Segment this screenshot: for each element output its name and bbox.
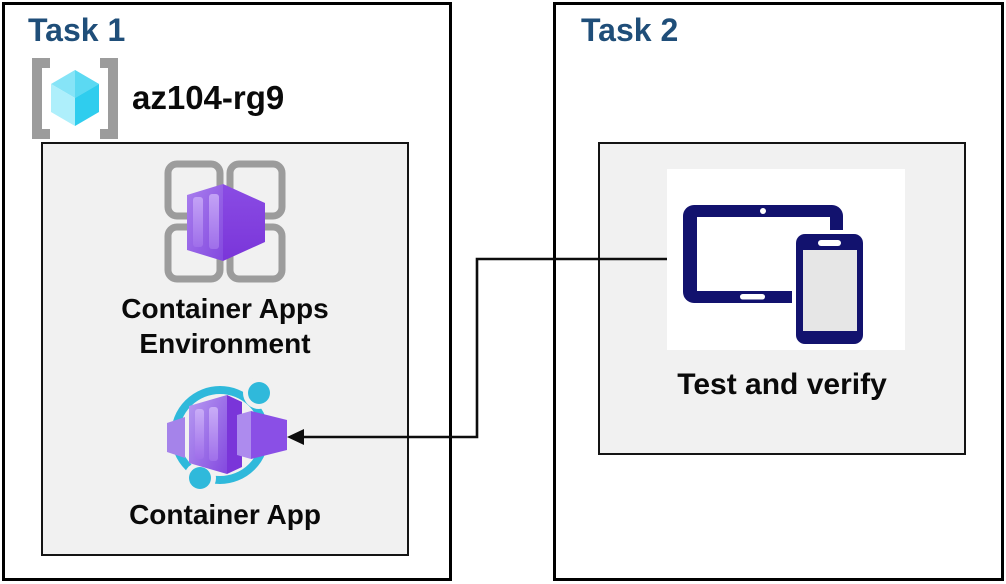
container-apps-environment-icon xyxy=(164,160,286,283)
env-caption-line1: Container Apps xyxy=(121,293,329,324)
env-caption-line2: Environment xyxy=(139,328,311,359)
env-caption: Container Apps Environment xyxy=(41,291,409,361)
app-caption: Container App xyxy=(129,499,321,530)
devices-tablet-phone-icon xyxy=(683,205,867,348)
task1-title: Task 1 xyxy=(28,12,126,48)
resource-group-name: az104-rg9 xyxy=(132,79,285,116)
device-icon-plate xyxy=(667,169,905,350)
container-app-icon xyxy=(167,377,287,494)
resource-group-icon xyxy=(32,58,118,139)
task2-title: Task 2 xyxy=(581,12,679,48)
test-caption: Test and verify xyxy=(677,368,887,401)
